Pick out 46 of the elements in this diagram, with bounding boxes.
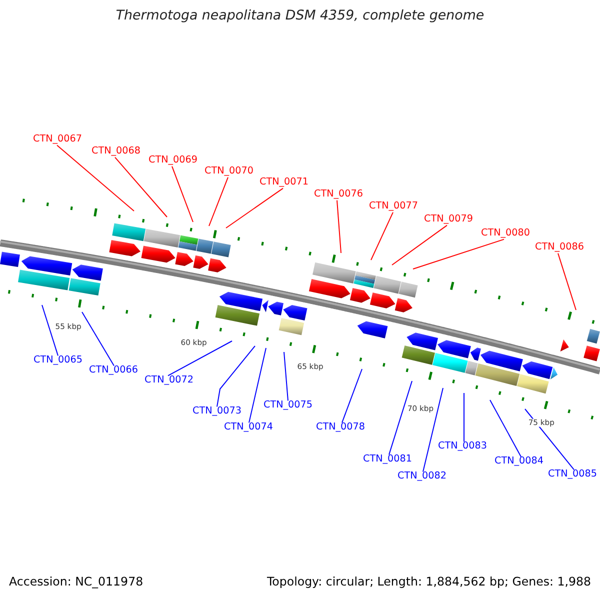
gene-label: CTN_0083 — [438, 442, 487, 452]
leader-line — [422, 388, 444, 472]
gene-label: CTN_0069 — [148, 156, 198, 166]
gene-label: CTN_0066 — [89, 366, 138, 376]
leader-line — [342, 368, 362, 424]
gene-label: CTN_0084 — [494, 456, 544, 468]
gene-label: CTN_0074 — [224, 422, 273, 434]
leader-line — [284, 352, 288, 402]
leader-line — [388, 380, 412, 456]
leader-line — [524, 408, 574, 470]
footer-text: Accession: NC_011978 — [9, 576, 144, 588]
leader-line — [558, 252, 576, 310]
footer-text: Topology: circular; Length: 1,884,562 bp; Genes: 1,988 — [266, 576, 591, 588]
leader-line — [82, 312, 114, 366]
gene-label: CTN_0075 — [264, 400, 312, 412]
leader-line — [226, 188, 284, 228]
leader-line — [42, 304, 58, 356]
gene-label: CTN_0085 — [548, 470, 597, 480]
leader-line — [392, 224, 448, 266]
leader-line — [336, 200, 342, 254]
leader-line — [208, 176, 228, 226]
leader-line — [216, 346, 256, 408]
gene-label: CTN_0073 — [192, 406, 242, 418]
leader-line — [114, 156, 168, 218]
gene-label: CTN_0080 — [481, 228, 530, 240]
leader-line — [370, 212, 394, 260]
gene-label: CTN_0078 — [316, 422, 365, 434]
leader-line — [56, 144, 134, 212]
leader-line — [168, 340, 232, 376]
gene-label: CTN_0079 — [424, 214, 473, 226]
gene-label: CTN_0071 — [260, 178, 308, 188]
gene-label: CTN_0065 — [34, 356, 82, 366]
gene-label: CTN_0086 — [535, 242, 584, 254]
leader-line — [412, 238, 504, 270]
gene-label: CTN_0072 — [144, 376, 194, 386]
leader-line — [248, 348, 266, 424]
gene-label: CTN_0082 — [398, 472, 446, 482]
leader-line — [490, 400, 522, 458]
gene-label: CTN_0081 — [363, 454, 412, 466]
gene-label: CTN_0067 — [33, 134, 82, 146]
gene-label: CTN_0077 — [369, 202, 418, 212]
leader-line — [172, 166, 194, 222]
gene-label: CTN_0070 — [204, 166, 254, 178]
title: Thermotoga neapolitana DSM 4359, complete genome — [116, 10, 484, 24]
gene-label: CTN_0068 — [92, 146, 140, 158]
gene-label: CTN_0076 — [314, 190, 363, 200]
